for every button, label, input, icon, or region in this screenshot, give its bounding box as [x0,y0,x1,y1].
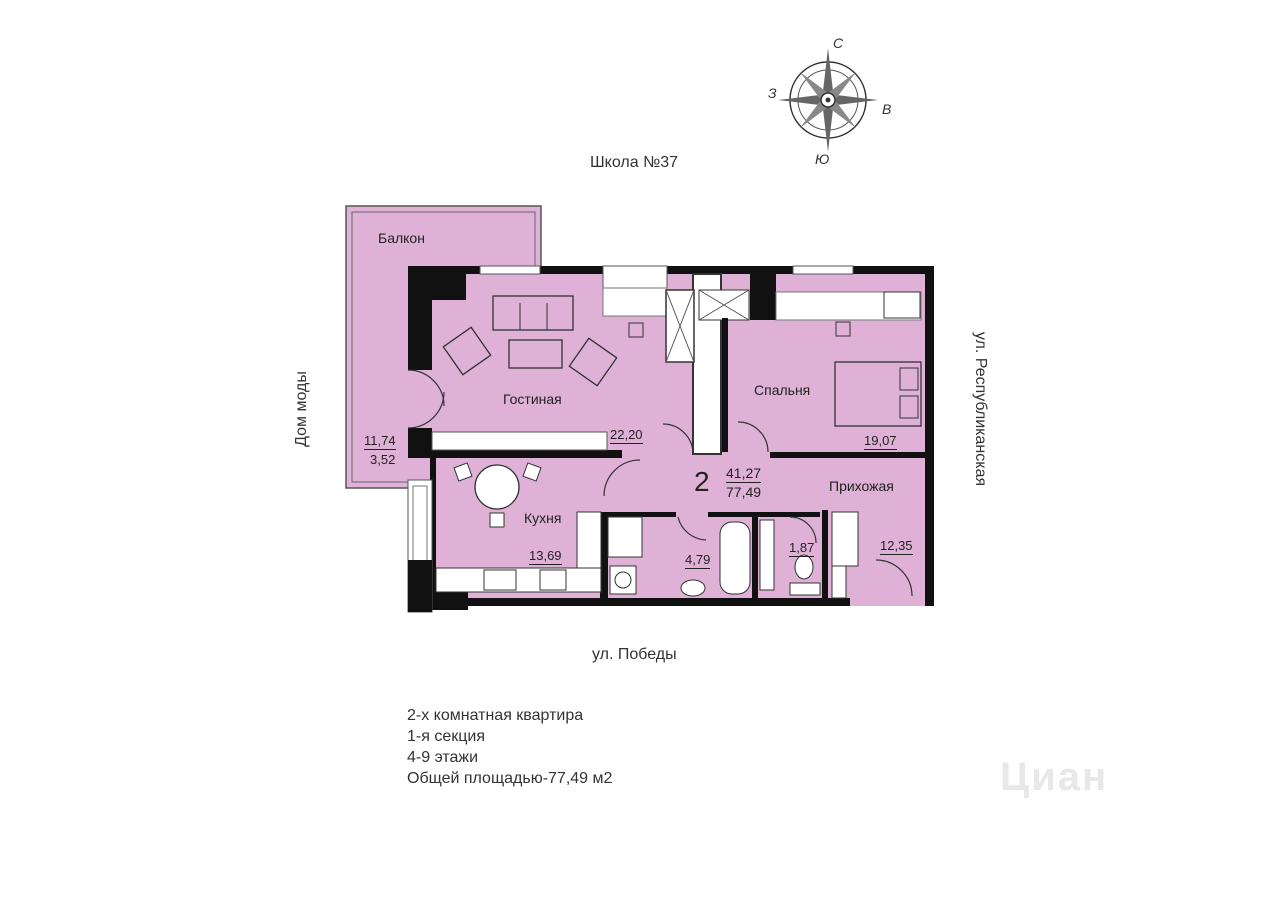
apartment-rooms-count: 2 [694,466,710,497]
window-living-2 [602,265,668,289]
compass-west-label: З [768,85,777,101]
toilet-east-wall [822,510,828,598]
chair-2 [522,462,542,482]
info-line-4: Общей площадью-77,49 м2 [407,770,613,787]
living-door [662,423,694,455]
bathtub [719,521,751,595]
window-bedroom [792,265,854,275]
toilet-door [789,516,817,544]
toilet-bowl [794,554,814,580]
compass-north-label: С [833,35,844,51]
bath-door [677,516,707,541]
info-line-3: 4-9 этажи [407,749,479,766]
toilet-area: 1,87 [789,540,815,557]
compass-south-label: Ю [815,151,830,167]
hall-area: 12,35 [880,538,913,555]
bedroom-hall-wall [770,452,925,458]
south-wall [430,598,850,606]
compass-east-label: В [882,101,892,117]
watermark: Циан [1000,755,1109,799]
living-label: Гостиная [503,391,562,407]
north-west-pillar [432,274,466,300]
kitchen-west-wall [430,458,436,598]
north-middle-pillar [750,274,776,320]
bedroom-label: Спальня [754,382,811,398]
west-wall-lower [408,560,432,612]
sofa [492,295,574,331]
balcony-door-2 [407,391,445,429]
bathroom-area: 4,79 [685,552,711,569]
west-wall-upper [408,266,432,370]
hall-label: Прихожая [829,478,894,494]
balcony-label: Балкон [378,230,425,246]
kitchen-area: 13,69 [529,548,562,565]
living-lamp [628,322,644,338]
compass-rose [778,48,878,152]
armchair-left [442,326,492,376]
kitchen-fridge [576,511,602,569]
toilet-shelf [759,519,775,591]
bath-shelf [607,516,643,558]
bedroom-door [737,421,769,453]
kitchen-label: Кухня [524,510,562,526]
sink [539,569,567,591]
coffee-table [508,339,563,369]
hall-shelf [831,565,847,599]
bedroom-wardrobe [883,291,921,319]
info-line-1: 2-х комнатная квартира [407,707,584,724]
bath-toilet-wall [752,512,758,598]
street-west: Дом моды [293,371,310,447]
living-area: 22,20 [610,427,643,444]
bedroom-west-wall [722,318,728,452]
kitchen-door [603,459,641,497]
balcony-area-total: 11,74 [364,433,396,450]
closet-box-cross-2 [698,289,750,321]
living-shelf [602,287,668,317]
living-kitchen-wall [432,450,622,458]
apartment-info: 2-х комнатная квартира 1-я секция 4-9 эт… [407,705,612,789]
west-wall-mid [408,428,432,458]
washing-machine [609,565,637,595]
wash-basin [680,579,706,597]
east-wall [925,266,934,606]
street-east: ул. Республиканская [972,331,989,487]
kitchen-counter [435,567,602,593]
living-kitchen-counter [431,431,608,451]
bedroom-lamp [835,321,851,337]
north-wall [408,266,933,274]
toilet-tank [789,582,821,596]
entry-door [875,559,913,597]
washing-drum [614,571,632,589]
pillow-1 [899,367,919,391]
apartment-living-area: 41,27 [726,465,762,483]
living-closet-cross-2 [665,289,695,363]
dining-table [474,464,520,510]
street-south: ул. Победы [592,646,677,663]
stove [483,569,517,591]
street-north: Школа №37 [590,154,679,171]
armchair-right [568,337,618,387]
window-living-1 [479,265,541,275]
hall-wardrobe [831,511,859,567]
pillow-2 [899,395,919,419]
chair-3 [489,512,505,528]
bedroom-area: 19,07 [864,433,897,450]
apartment-total-area: 77,49 [726,484,762,500]
bath-north-wall-b [708,512,820,517]
bed [834,361,922,427]
balcony-area-reduced: 3,52 [370,452,396,467]
kitchen-bath-wall [600,512,608,604]
bath-north-wall-a [608,512,676,517]
chair-1 [453,462,473,482]
info-line-2: 1-я секция [407,728,485,745]
